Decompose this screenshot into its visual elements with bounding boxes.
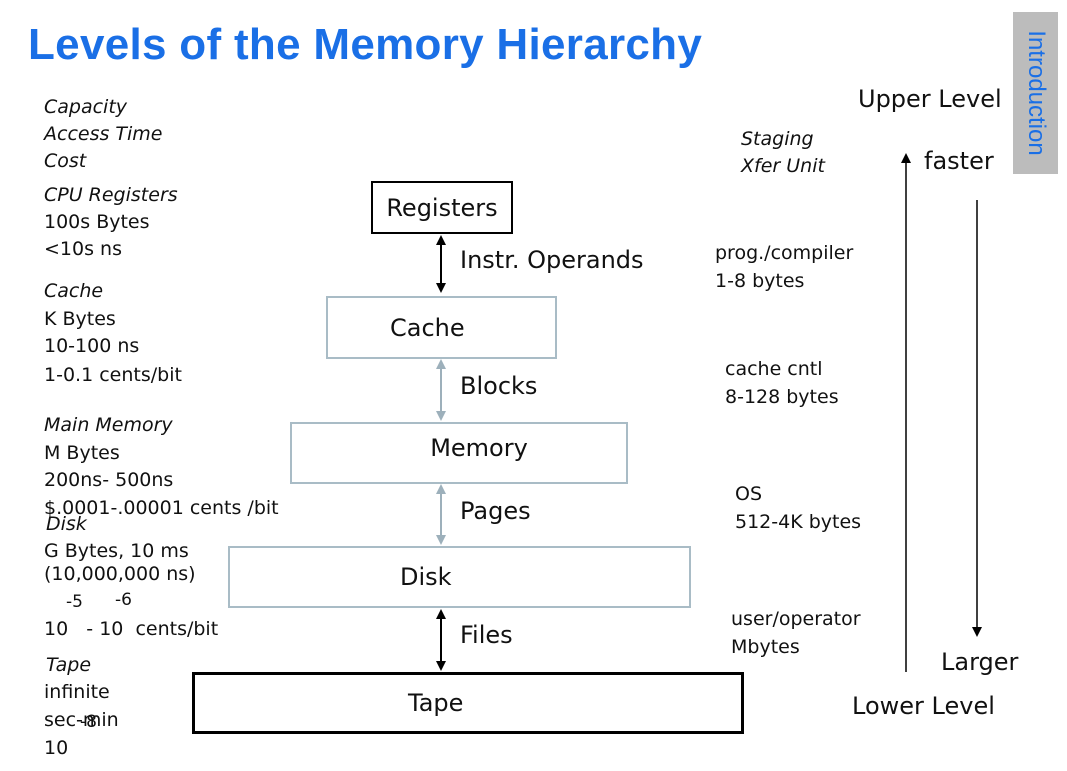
unit-mbytes: Mbytes <box>731 636 800 658</box>
unit-8-128-bytes: 8-128 bytes <box>725 386 839 408</box>
section-tab: Introduction <box>1013 12 1058 174</box>
tape-box-label: Tape <box>408 689 464 717</box>
manager-os: OS <box>735 483 763 505</box>
tape-access: sec-min <box>44 709 119 731</box>
registers-box: Registers <box>371 181 513 234</box>
cache-name: Cache <box>44 280 104 302</box>
manager-user-operator: user/operator <box>731 608 861 630</box>
header-capacity: Capacity <box>44 96 128 118</box>
cache-access: 10-100 ns <box>44 335 140 357</box>
lower-level-label: Lower Level <box>852 692 995 720</box>
disk-exponent-2: -6 <box>115 590 132 610</box>
page-title: Levels of the Memory Hierarchy <box>28 20 703 69</box>
disk-box-label: Disk <box>400 563 452 591</box>
disk-box: Disk <box>228 546 691 608</box>
xfer-unit-label: Xfer Unit <box>741 155 825 177</box>
upper-level-label: Upper Level <box>858 85 1002 113</box>
tape-exponent: -8 <box>80 712 97 732</box>
unit-512-4k-bytes: 512-4K bytes <box>735 511 862 533</box>
cache-box-label: Cache <box>390 313 465 342</box>
header-cost: Cost <box>44 150 87 172</box>
tape-cost: 10 <box>44 737 69 759</box>
disk-access: (10,000,000 ns) <box>44 563 196 585</box>
transfer-label-blocks: Blocks <box>460 372 538 400</box>
disk-capacity: G Bytes, 10 ms <box>44 540 189 562</box>
memory-access: 200ns- 500ns <box>44 469 174 491</box>
cache-capacity: K Bytes <box>44 308 116 330</box>
staging-label: Staging <box>741 128 814 150</box>
registers-box-label: Registers <box>386 193 498 222</box>
disk-name: Disk <box>46 513 87 535</box>
larger-label: Larger <box>941 648 1019 676</box>
transfer-label-files: Files <box>460 621 513 649</box>
faster-label: faster <box>924 147 994 175</box>
memory-capacity: M Bytes <box>44 442 120 464</box>
disk-cost: 10 - 10 cents/bit <box>44 618 219 640</box>
tape-box: Tape <box>192 672 744 734</box>
tape-capacity: infinite <box>44 681 110 703</box>
registers-name: CPU Registers <box>44 184 178 206</box>
registers-access: <10s ns <box>44 238 122 260</box>
manager-cache-cntl: cache cntl <box>725 358 823 380</box>
unit-1-8-bytes: 1-8 bytes <box>715 270 805 292</box>
memory-box-label: Memory <box>430 434 528 462</box>
memory-box: Memory <box>290 422 628 484</box>
manager-prog-compiler: prog./compiler <box>715 242 854 264</box>
memory-name: Main Memory <box>44 414 173 436</box>
cache-box: Cache <box>326 296 557 359</box>
memory-cost: $.0001-.00001 cents /bit <box>44 497 279 519</box>
cache-cost: 1-0.1 cents/bit <box>44 364 182 386</box>
tape-name: Tape <box>46 654 92 676</box>
registers-capacity: 100s Bytes <box>44 211 150 233</box>
disk-exponent-1: -5 <box>66 592 83 612</box>
transfer-label-instr-operands: Instr. Operands <box>460 246 644 274</box>
transfer-label-pages: Pages <box>460 497 531 525</box>
header-access-time: Access Time <box>44 123 163 145</box>
